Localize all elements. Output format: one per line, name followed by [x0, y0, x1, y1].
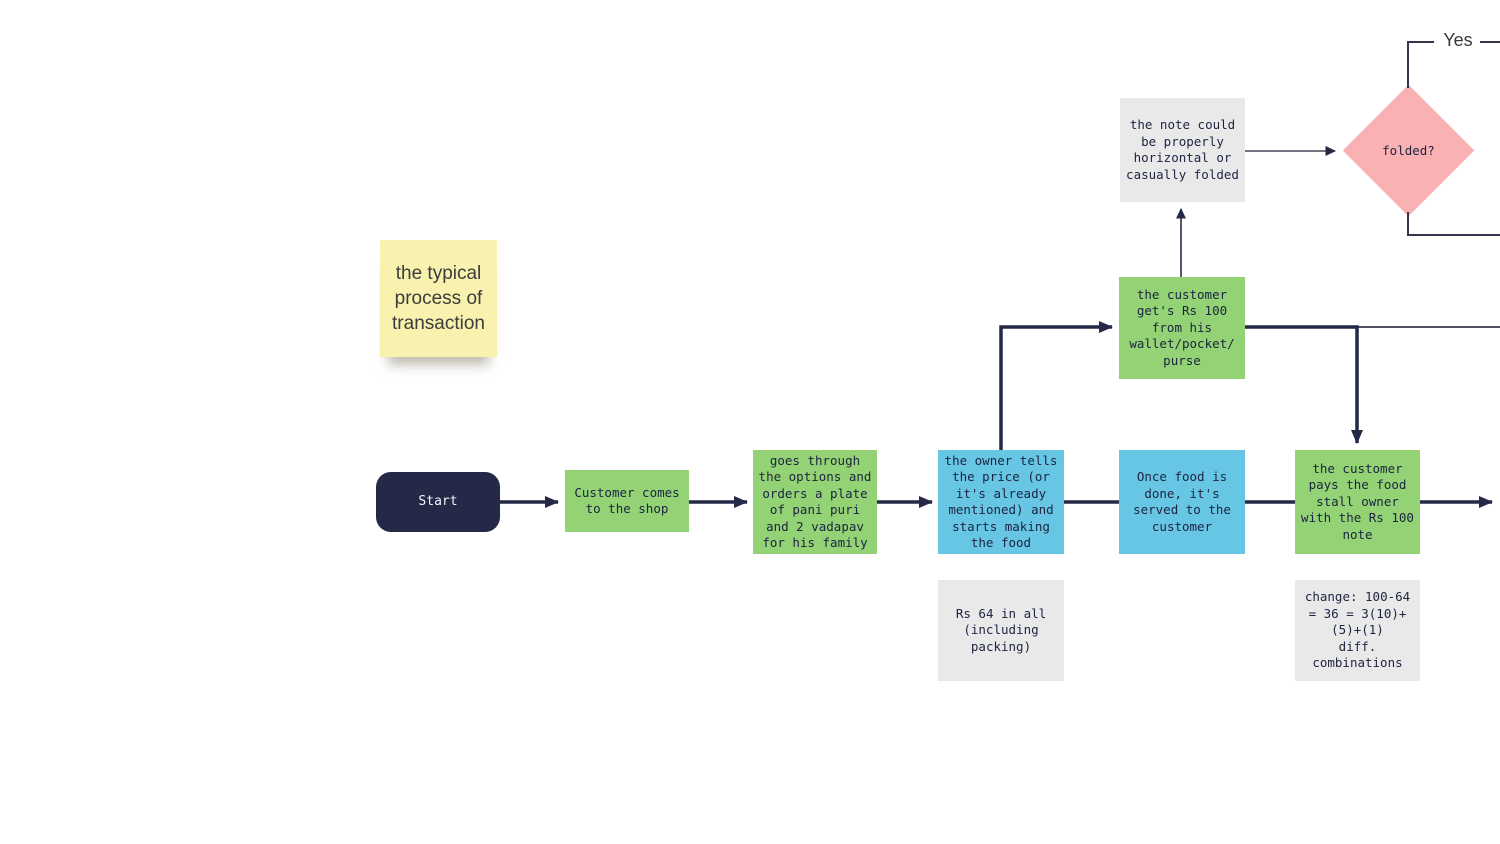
connector-owner-tells-to-gets-rs100[interactable]	[999, 321, 1113, 450]
flow-node-start-label: Start	[418, 493, 458, 509]
flow-node-customer-pays[interactable]: the customer pays the food stall owner w…	[1295, 450, 1420, 554]
note-change-label: change: 100-64 = 36 = 3(10)+ (5)+(1) dif…	[1304, 589, 1411, 671]
sticky-note[interactable]: the typical process of transaction	[380, 240, 497, 357]
flow-node-note-folded-desc[interactable]: the note could be properly horizontal or…	[1120, 98, 1245, 202]
flow-node-owner-tells-price[interactable]: the owner tells the price (or it's alrea…	[938, 450, 1064, 554]
flow-node-customer-comes-label: Customer comes to the shop	[574, 484, 680, 517]
flow-node-goes-through[interactable]: goes through the options and orders a pl…	[753, 450, 877, 554]
note-change[interactable]: change: 100-64 = 36 = 3(10)+ (5)+(1) dif…	[1295, 580, 1420, 681]
flow-node-customer-comes[interactable]: Customer comes to the shop	[565, 470, 689, 532]
flow-node-note-folded-desc-label: the note could be properly horizontal or…	[1126, 117, 1239, 182]
note-price-label: Rs 64 in all (including packing)	[955, 605, 1047, 654]
flow-node-owner-tells-price-label: the owner tells the price (or it's alrea…	[944, 452, 1058, 551]
flow-node-folded-decision-label: folded?	[1382, 143, 1435, 158]
flow-node-gets-rs100-label: the customer get's Rs 100 from his walle…	[1129, 286, 1235, 368]
flow-node-gets-rs100[interactable]: the customer get's Rs 100 from his walle…	[1119, 277, 1245, 379]
flow-node-customer-pays-label: the customer pays the food stall owner w…	[1301, 460, 1414, 542]
connector-decision-yes-left-segment[interactable]	[1407, 41, 1434, 88]
note-price[interactable]: Rs 64 in all (including packing)	[938, 580, 1064, 681]
connector-gets-rs100-to-customer-pays[interactable]	[1245, 325, 1363, 444]
flow-node-food-served-label: Once food is done, it's served to the cu…	[1133, 469, 1231, 534]
flow-node-folded-decision[interactable]: folded?	[1342, 84, 1475, 217]
flow-node-food-served[interactable]: Once food is done, it's served to the cu…	[1119, 450, 1245, 554]
flow-node-start[interactable]: Start	[376, 472, 500, 532]
flow-node-goes-through-label: goes through the options and orders a pl…	[758, 452, 872, 551]
connector-label-yes[interactable]: Yes	[1436, 30, 1480, 51]
sticky-note-text: the typical process of transaction	[392, 263, 485, 334]
